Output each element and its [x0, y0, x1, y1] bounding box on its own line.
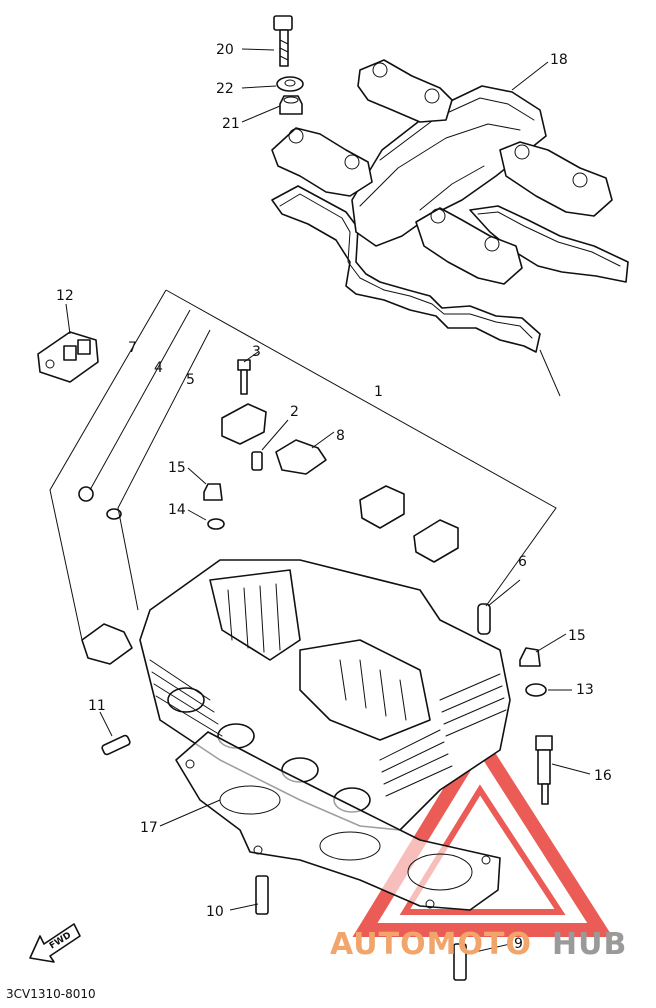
camshaft-caps-upper [271, 59, 613, 285]
part-label: 15 [168, 460, 186, 476]
part-label: 8 [336, 428, 345, 444]
part-label: 20 [216, 42, 234, 58]
part-label: 2 [290, 404, 299, 420]
head-gasket [175, 731, 501, 911]
part-label: 18 [550, 52, 568, 68]
part-label: 22 [216, 81, 234, 97]
small-fasteners [78, 359, 547, 981]
part-labels: 20 22 21 18 12 7 4 5 3 2 8 1 15 14 6 15 … [56, 42, 612, 952]
valve-cover-gasket [271, 185, 629, 353]
cover-washer [276, 76, 304, 92]
cam-caps-lower [81, 403, 459, 665]
cover-bolt [273, 15, 293, 67]
spark-plug [535, 735, 553, 805]
part-label: 12 [56, 288, 74, 304]
cover-grommet [279, 95, 303, 115]
watermark-text-a: AUTOMOTO [330, 927, 532, 962]
part-label: 6 [518, 554, 527, 570]
watermark-text-b: HUB [552, 927, 627, 962]
part-label: 21 [222, 116, 240, 132]
part-label: 14 [168, 502, 186, 518]
part-label: 4 [154, 360, 163, 376]
part-label: 5 [186, 372, 195, 388]
part-label: 7 [128, 340, 137, 356]
part-label: 1 [374, 384, 383, 400]
fwd-arrow-icon: FWD [29, 923, 81, 963]
drawing-code: 3CV1310-8010 [6, 987, 96, 1001]
watermark-text: AUTOMOTO HUB [330, 927, 627, 962]
part-label: 15 [568, 628, 586, 644]
part-label: 3 [252, 344, 261, 360]
part-label: 10 [206, 904, 224, 920]
part-label: 11 [88, 698, 106, 714]
leader-lines [49, 48, 591, 955]
oil-pipe-bracket [37, 331, 99, 383]
part-label: 13 [576, 682, 594, 698]
part-label: 17 [140, 820, 158, 836]
part-label: 9 [514, 936, 523, 952]
part-label: 16 [594, 768, 612, 784]
